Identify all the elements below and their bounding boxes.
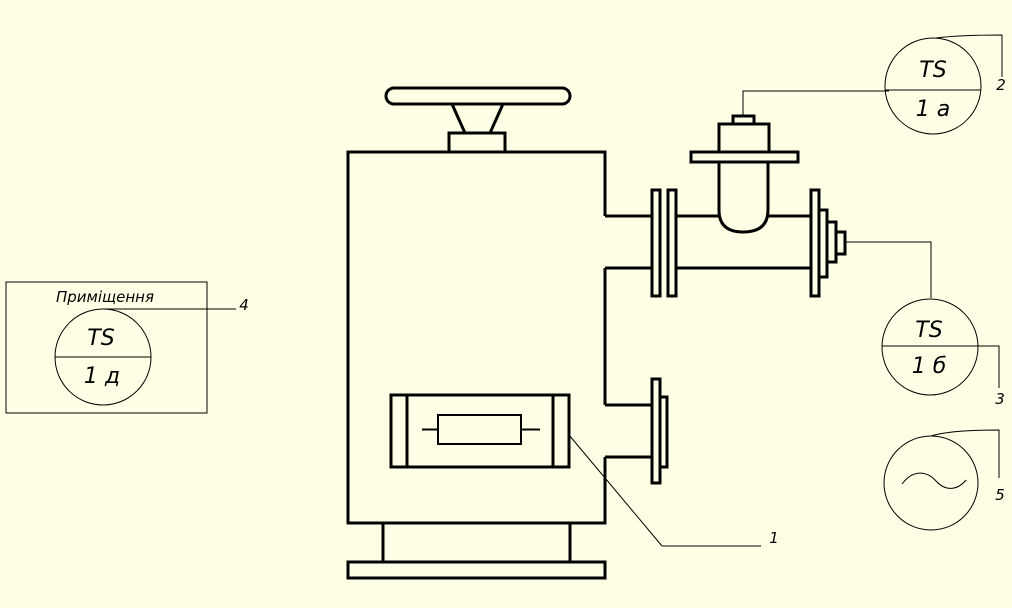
sensor-1a-lead	[742, 90, 889, 116]
callout-2: 2	[996, 76, 1006, 94]
sensor-1a-circle	[884, 37, 982, 135]
callout-3: 3	[995, 390, 1005, 408]
heater	[389, 393, 571, 469]
ac-symbol: 5	[883, 429, 1005, 531]
callout-leader-1	[568, 434, 663, 547]
heating-element-icon	[437, 414, 522, 445]
callout-5: 5	[995, 486, 1005, 504]
heater-window	[389, 393, 571, 469]
vessel-base	[346, 560, 607, 580]
vessel-body	[346, 150, 607, 525]
upper-pipe-run	[676, 214, 811, 270]
vessel: 1	[346, 86, 779, 580]
handwheel-stem	[450, 103, 505, 134]
sensor-1b: TS 1 б 3	[845, 241, 1005, 408]
room-box: Приміщення TS 1 д 4	[5, 281, 249, 414]
ac-symbol-circle	[883, 435, 979, 531]
thermowell-cap	[731, 114, 756, 126]
flange-left-2	[666, 188, 678, 298]
sensor-1b-lead	[845, 241, 932, 298]
sensor-1b-plug	[834, 230, 847, 256]
callout-leader-3	[978, 345, 1000, 388]
callout-4: 4	[239, 296, 249, 314]
lower-nozzle-stub	[605, 403, 652, 459]
flange-left-1	[650, 188, 662, 298]
room-sensor-code: TS	[87, 326, 114, 351]
sensor-1a-code: TS	[919, 58, 946, 83]
valve-bonnet	[447, 131, 507, 154]
thermowell-head	[717, 122, 771, 154]
lower-flange-2	[658, 395, 669, 469]
sensor-1b-code: TS	[915, 318, 942, 343]
callout-leader-2	[935, 34, 1003, 77]
sensor-1a-number: 1 а	[916, 97, 950, 122]
callout-1: 1	[769, 529, 779, 547]
room-sensor-number: 1 д	[84, 364, 120, 389]
vessel-legs	[381, 523, 572, 562]
sensor-1a: TS 1 а 2	[742, 34, 1006, 135]
upper-pipe-stub	[605, 214, 652, 270]
handwheel	[384, 86, 572, 106]
sensor-1b-number: 1 б	[912, 354, 947, 379]
upper-pipe	[605, 114, 847, 298]
lower-nozzle	[605, 377, 669, 485]
room-frame	[5, 281, 208, 414]
sensor-1b-circle	[881, 298, 979, 396]
thermowell-housing	[717, 162, 770, 234]
room-label: Приміщення	[56, 288, 154, 306]
sine-wave-icon	[901, 472, 967, 489]
callout-leader-5	[930, 429, 1000, 478]
